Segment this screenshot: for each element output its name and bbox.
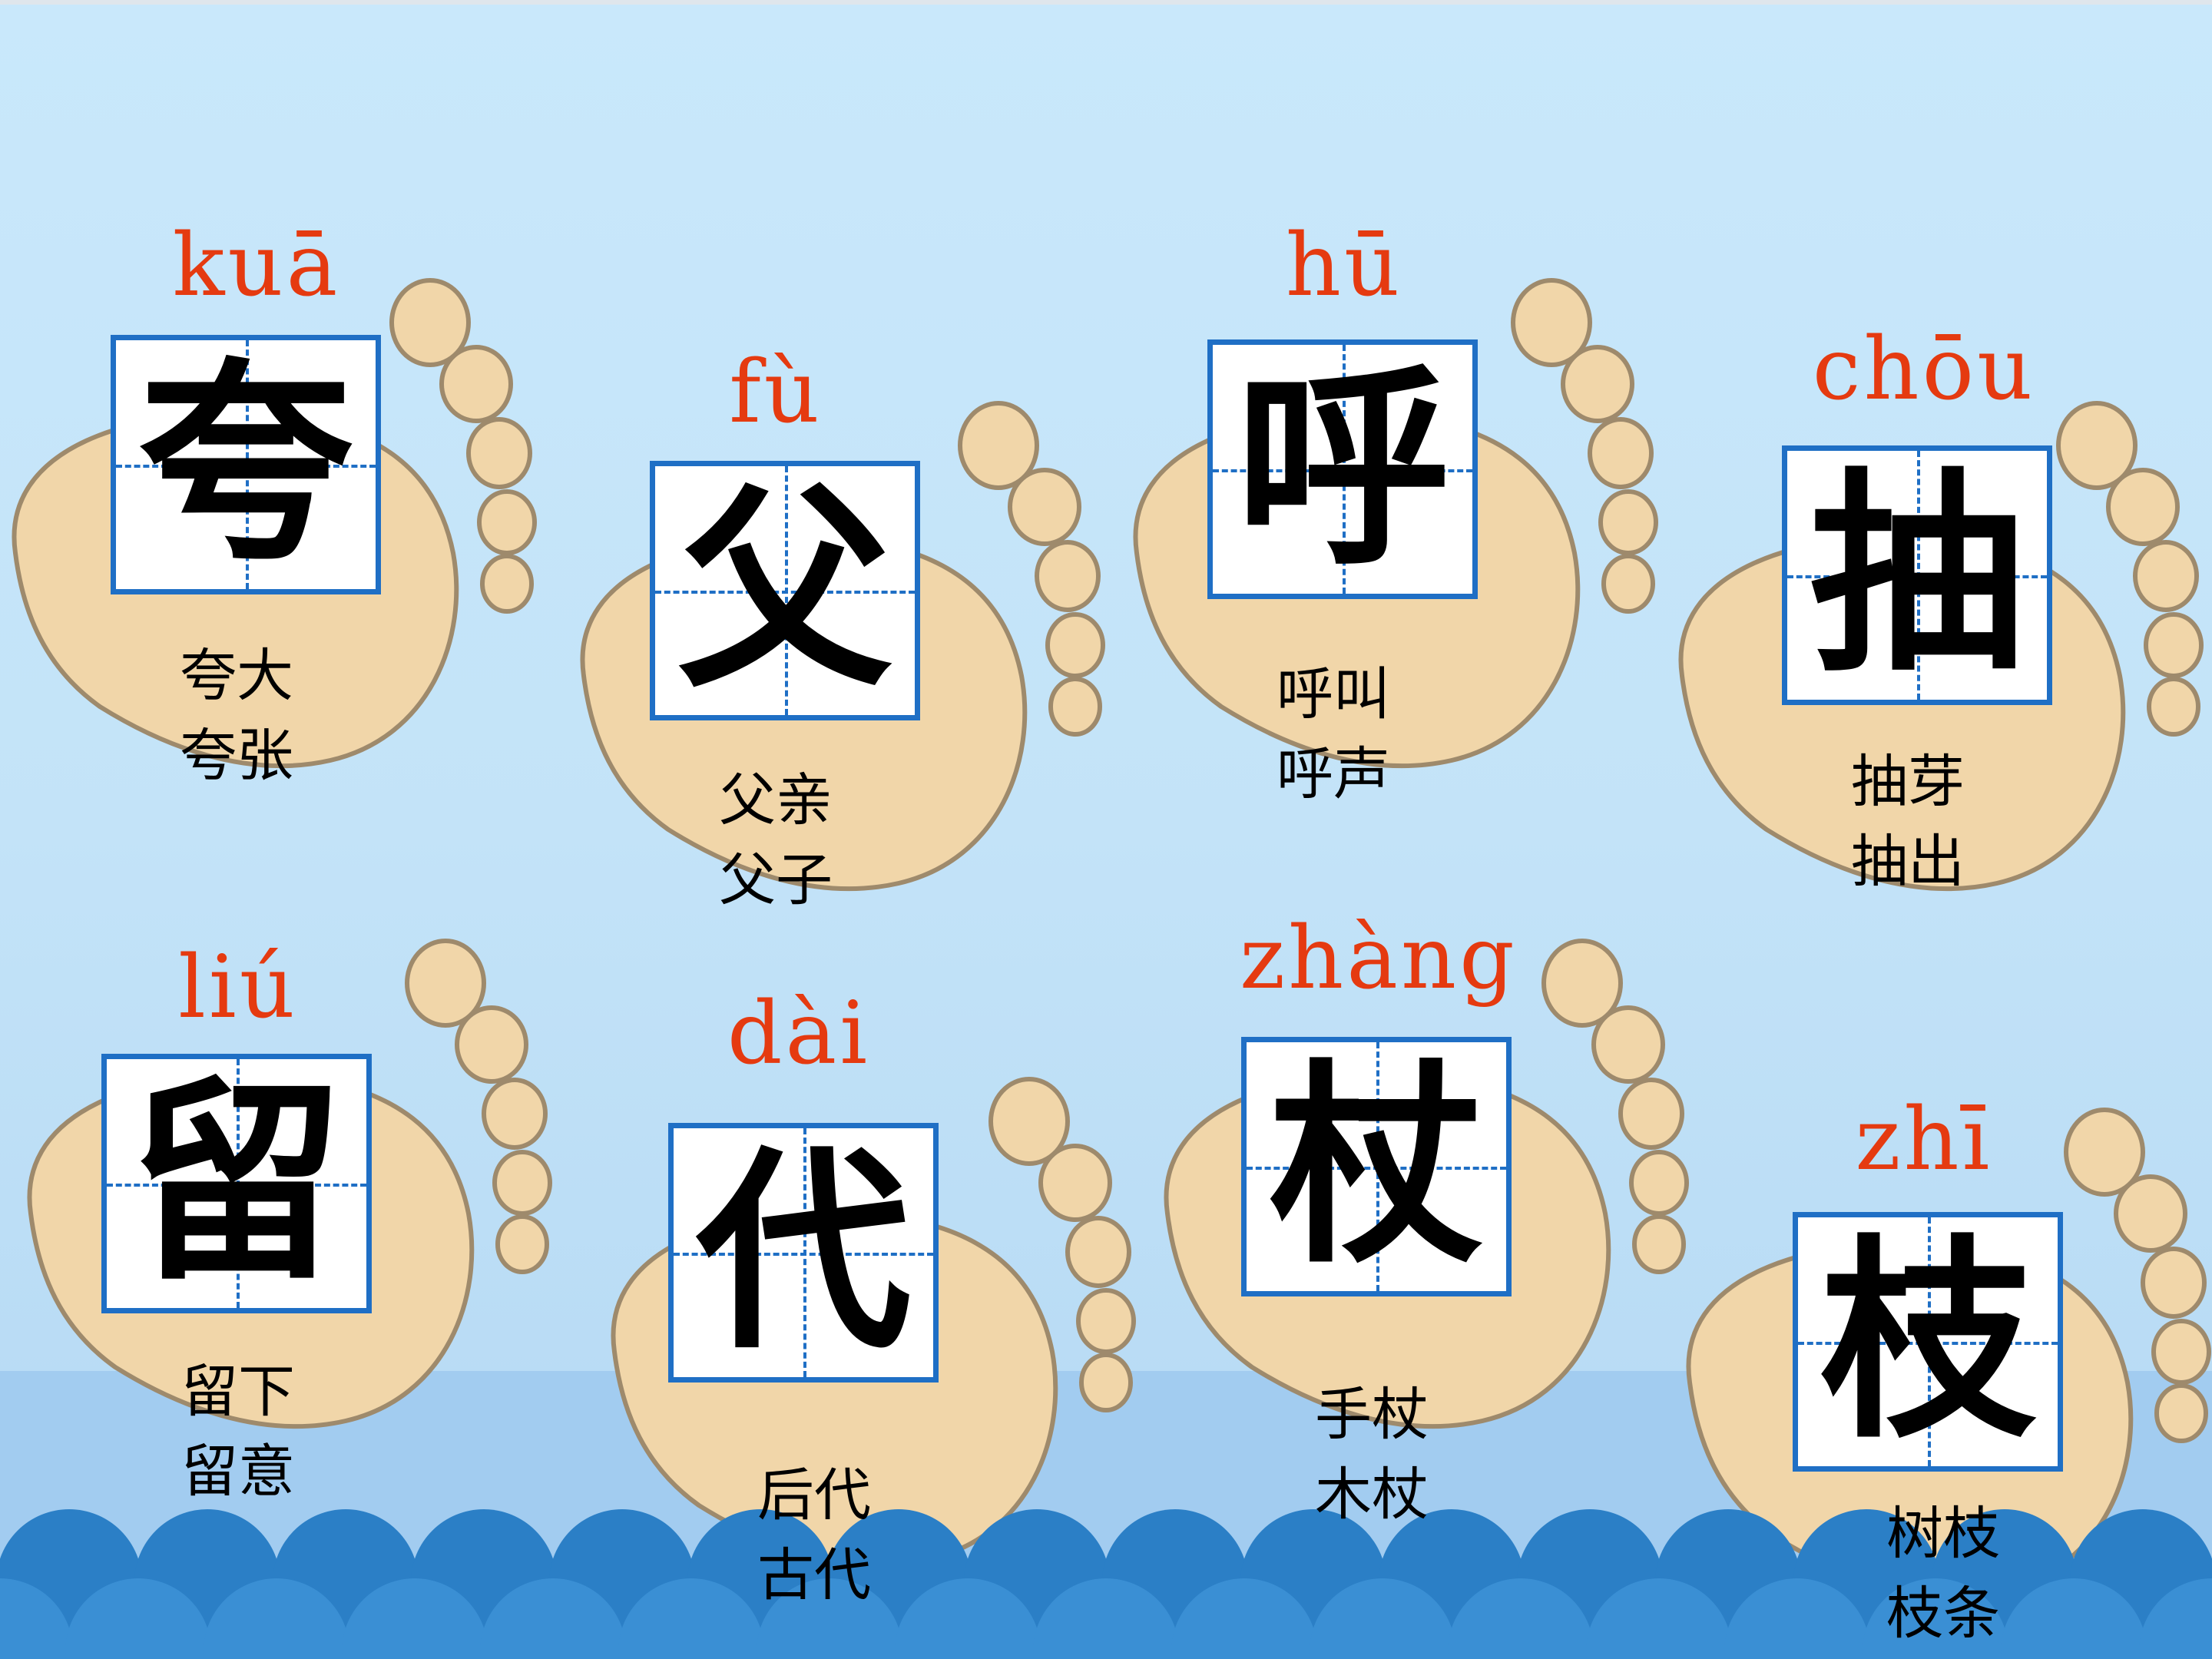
grid-guide-vertical (1343, 345, 1346, 594)
example-words: 后代 古代 (714, 1455, 914, 1615)
grid-guide-vertical (246, 340, 249, 589)
pinyin-label: zhī (1855, 1090, 1993, 1190)
character-grid-card[interactable]: 代 (668, 1123, 939, 1382)
character: 代 (696, 1126, 911, 1379)
character-grid-card[interactable]: 杖 (1241, 1037, 1512, 1296)
character: 杖 (1269, 1040, 1484, 1293)
character: 抽 (1810, 449, 2025, 701)
wave-decoration (0, 1509, 2212, 1659)
character-grid-card[interactable]: 夸 (111, 335, 381, 594)
example-words: 父亲 父子 (676, 760, 876, 920)
pinyin-label: zhàng (1240, 909, 1518, 1008)
grid-guide-vertical (237, 1059, 240, 1308)
example-word: 夸张 (180, 723, 293, 789)
character-grid-card[interactable]: 枝 (1793, 1212, 2063, 1472)
character: 父 (677, 464, 892, 717)
pinyin-label: hū (1285, 216, 1403, 316)
grid-guide-vertical (1376, 1042, 1379, 1291)
example-words: 呼叫 呼声 (1233, 654, 1433, 814)
example-word: 木杖 (1315, 1462, 1429, 1528)
example-word: 呼叫 (1277, 661, 1390, 727)
character: 呼 (1235, 343, 1450, 595)
character: 留 (129, 1057, 344, 1310)
character-grid-card[interactable]: 父 (650, 461, 920, 720)
example-word: 夸大 (180, 643, 293, 709)
example-word: 后代 (757, 1462, 871, 1528)
grid-guide-vertical (1928, 1217, 1931, 1466)
example-word: 父亲 (719, 767, 833, 833)
character: 夸 (138, 338, 353, 591)
example-words: 手杖 木杖 (1272, 1375, 1472, 1535)
pinyin-label: kuā (172, 216, 341, 316)
example-word: 树枝 (1886, 1501, 2000, 1567)
pinyin-label: liú (178, 938, 298, 1038)
example-words: 树枝 枝条 (1843, 1494, 2043, 1654)
grid-guide-vertical (803, 1128, 806, 1377)
example-words: 抽芽 抽出 (1808, 742, 2008, 902)
example-word: 留下 (181, 1359, 295, 1425)
example-word: 呼声 (1277, 741, 1390, 807)
example-words: 留下 留意 (138, 1352, 338, 1512)
character-grid-card[interactable]: 呼 (1207, 339, 1478, 599)
grid-guide-vertical (1917, 451, 1920, 700)
example-words: 夸大 夸张 (137, 636, 336, 796)
pinyin-label: dài (727, 984, 871, 1084)
example-word: 抽出 (1851, 829, 1965, 895)
pinyin-label: fù (729, 343, 823, 442)
character-grid-card[interactable]: 留 (101, 1054, 372, 1313)
top-border (0, 0, 2212, 5)
example-word: 留意 (181, 1439, 295, 1505)
character: 枝 (1820, 1215, 2035, 1468)
example-word: 父子 (719, 847, 833, 913)
character-grid-card[interactable]: 抽 (1782, 445, 2052, 705)
pinyin-label: chōu (1812, 320, 2036, 419)
example-word: 抽芽 (1851, 749, 1965, 815)
grid-guide-vertical (785, 466, 788, 715)
example-word: 手杖 (1315, 1382, 1429, 1448)
example-word: 枝条 (1886, 1581, 2000, 1647)
example-word: 古代 (757, 1542, 871, 1608)
